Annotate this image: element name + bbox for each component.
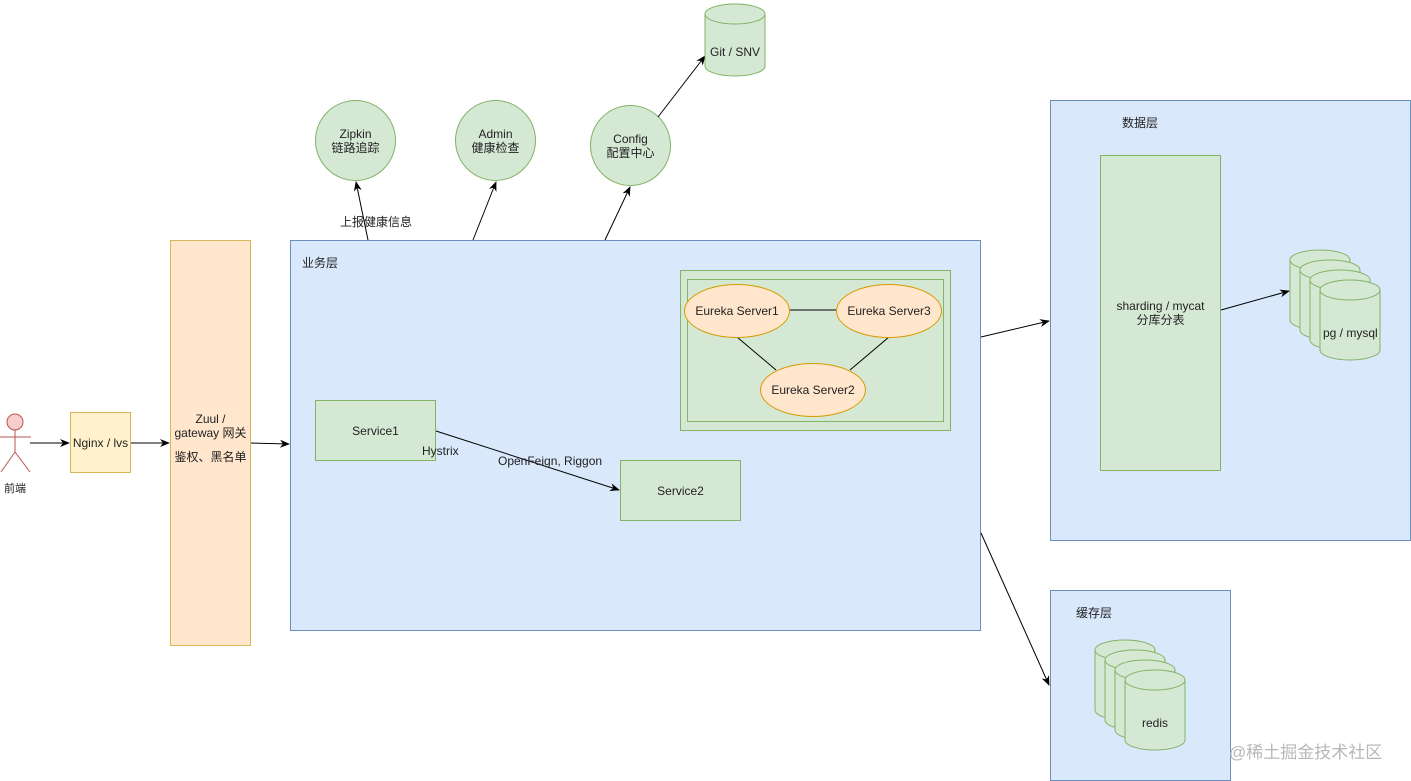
zipkin-node[interactable]: Zipkin 链路追踪 xyxy=(315,100,396,181)
service2-box[interactable]: Service2 xyxy=(620,460,741,521)
arrow-business-admin xyxy=(472,181,497,241)
sharding-line1: sharding / mycat xyxy=(1116,299,1205,313)
sharding-box[interactable]: sharding / mycat 分库分表 xyxy=(1100,155,1221,471)
nginx-box[interactable]: Nginx / lvs xyxy=(70,412,131,473)
eureka-server-1-label: Eureka Server1 xyxy=(695,304,779,318)
gateway-line3: 鉴权、黑名单 xyxy=(174,450,247,464)
redis-label: redis xyxy=(1142,716,1169,730)
arrow-business-data xyxy=(980,319,1050,338)
eureka-server-3[interactable]: Eureka Server3 xyxy=(836,284,942,338)
watermark: @稀土掘金技术社区 xyxy=(1229,743,1383,762)
hystrix-label: Hystrix xyxy=(422,444,459,458)
actor-icon xyxy=(0,413,31,473)
gateway-box[interactable]: Zuul / gateway 网关 鉴权、黑名单 xyxy=(170,240,251,646)
arrow-business-cache xyxy=(980,532,1050,686)
sharding-line2: 分库分表 xyxy=(1136,313,1185,327)
service1-box[interactable]: Service1 xyxy=(315,400,436,461)
git-label: Git / SNV xyxy=(710,45,761,59)
config-line2: 配置中心 xyxy=(606,145,655,160)
service1-label: Service1 xyxy=(352,423,399,438)
cache-layer-title: 缓存层 xyxy=(1076,606,1113,620)
db-label: pg / mysql xyxy=(1323,326,1378,340)
zipkin-line1: Zipkin xyxy=(339,126,372,141)
admin-line1: Admin xyxy=(478,126,513,141)
eureka-server-2[interactable]: Eureka Server2 xyxy=(760,363,866,417)
admin-node[interactable]: Admin 健康检查 xyxy=(455,100,536,181)
call-label: OpenFeign, Riggon xyxy=(498,454,603,468)
admin-line2: 健康检查 xyxy=(471,140,520,155)
business-layer-title: 业务层 xyxy=(302,256,339,270)
report-health-label: 上报健康信息 xyxy=(340,215,413,229)
gateway-line1: Zuul / xyxy=(195,412,226,426)
gateway-line2: gateway 网关 xyxy=(174,426,247,440)
eureka-server-3-label: Eureka Server3 xyxy=(847,304,931,318)
config-line1: Config xyxy=(613,131,648,146)
arrow-config-git xyxy=(657,55,706,118)
arrow-business-zipkin xyxy=(353,181,369,241)
arrow-business-config xyxy=(604,186,631,241)
eureka-server-1[interactable]: Eureka Server1 xyxy=(684,284,790,338)
nginx-label: Nginx / lvs xyxy=(72,435,129,450)
arrow-gateway-business xyxy=(250,439,290,448)
data-layer-title: 数据层 xyxy=(1122,116,1159,130)
zipkin-line2: 链路追踪 xyxy=(331,140,380,155)
eureka-server-2-label: Eureka Server2 xyxy=(771,383,855,397)
config-node[interactable]: Config 配置中心 xyxy=(590,105,671,186)
service2-label: Service2 xyxy=(657,483,704,498)
git-cylinder xyxy=(704,3,766,77)
actor-label: 前端 xyxy=(4,483,26,495)
